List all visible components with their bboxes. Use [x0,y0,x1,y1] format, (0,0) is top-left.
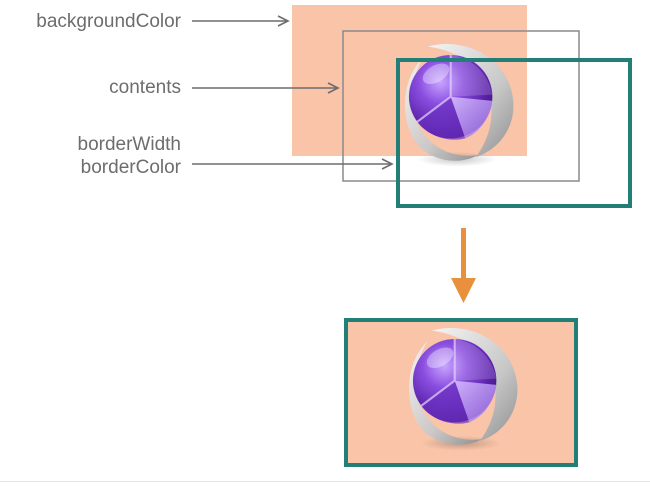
bottom-divider [0,481,650,482]
label-border-width: borderWidth [77,134,182,155]
contents-frame [342,30,580,182]
label-border-color: borderColor [80,157,181,178]
label-contents: contents [109,77,181,98]
down-arrow [451,228,476,303]
result-layer-border [344,318,578,467]
label-background-color: backgroundColor [36,11,181,32]
border-layer [396,58,632,208]
